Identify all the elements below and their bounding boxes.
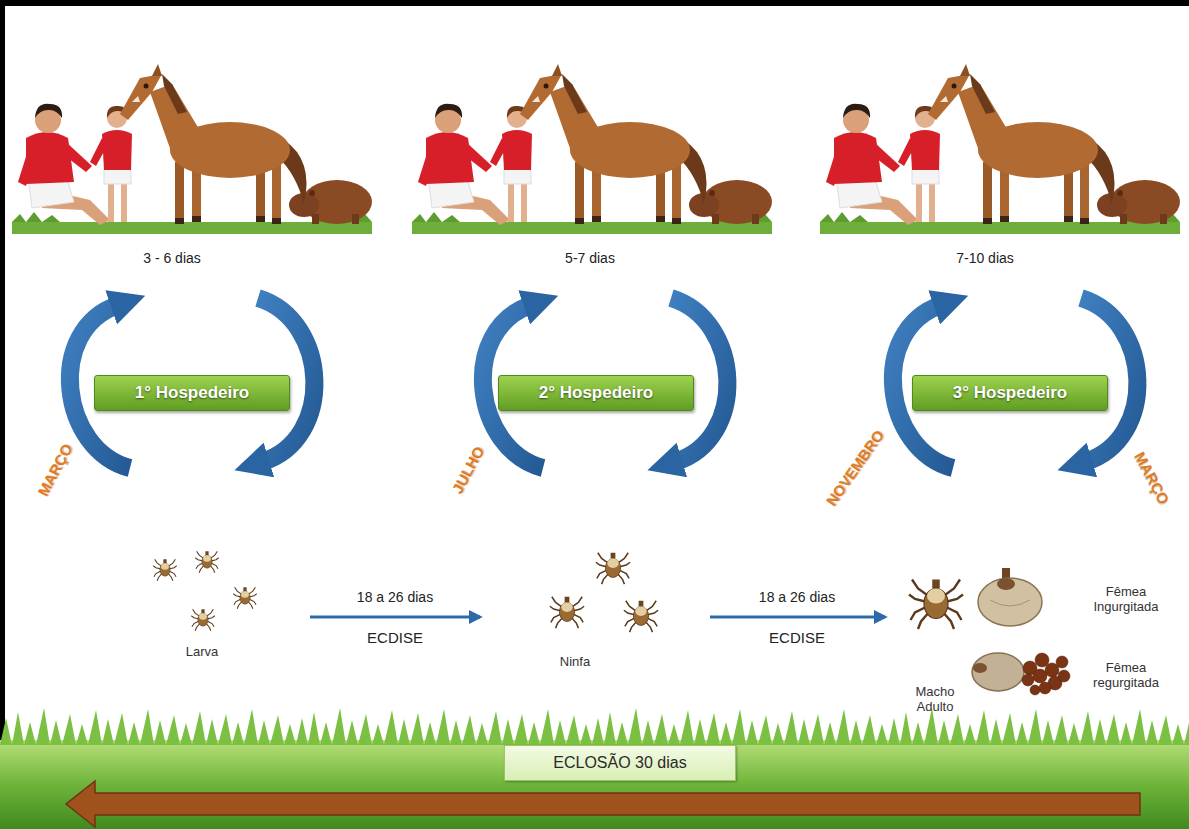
duration-label: 7-10 dias [956,250,1014,266]
cycle-arrows [483,298,728,468]
stage-label: Macho Adulto [905,685,965,715]
host-box: 3° Hospedeiro [912,375,1108,411]
duration-label: 5-7 dias [565,250,615,266]
cycle-arrows [70,298,315,468]
month-label: MARÇO [1131,449,1173,507]
grass [0,708,1189,829]
hosts-picture [412,64,772,234]
engorged-female-picture [978,568,1042,626]
stage-label: Ninfa [560,655,590,670]
node-text: 3° Hospedeiro [953,383,1068,403]
duration-label: 18 a 26 dias [759,589,835,605]
stage-label: Larva [186,645,219,660]
month-label: MARÇO [34,441,76,499]
larva-picture [153,551,256,630]
ecdise-arrow [710,616,885,619]
process-label: ECDISE [367,629,423,646]
stage-label: Fêmea regurgitada [1081,661,1171,691]
node-text: 1° Hospedeiro [135,383,250,403]
hatching-box: ECLOSÃO 30 dias [504,745,736,781]
process-label: ECDISE [769,629,825,646]
host-box: 2° Hospedeiro [498,375,694,411]
frame-bar [0,0,1189,6]
egg-laying-female-picture [972,653,1070,695]
host-box: 1° Hospedeiro [94,375,290,411]
nymph-picture [550,553,658,632]
ecdise-arrow [310,616,480,619]
hosts-picture [12,64,372,234]
stage-label: Fêmea Ingurgitada [1081,585,1171,615]
return-arrow [66,781,1140,827]
adult-male-picture [909,580,963,630]
node-text: 2° Hospedeiro [539,383,654,403]
month-label: JULHO [448,444,487,497]
node-text: ECLOSÃO 30 dias [553,754,686,772]
month-label: NOVEMBRO [823,427,888,509]
hosts-picture [820,64,1180,234]
cycle-arrows [893,298,1138,468]
frame-bar [0,0,5,829]
duration-label: 18 a 26 dias [357,589,433,605]
duration-label: 3 - 6 dias [143,250,201,266]
